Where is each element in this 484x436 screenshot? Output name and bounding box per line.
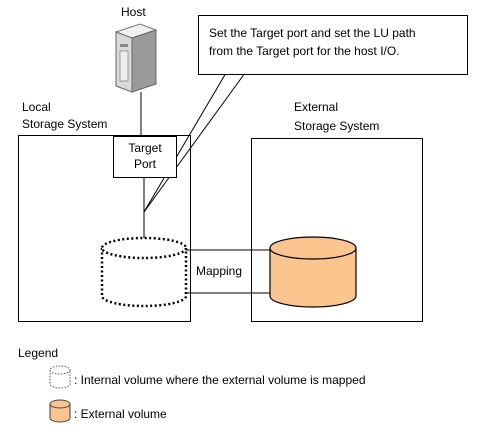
external-storage-label-line2: Storage System (294, 119, 379, 133)
host-label: Host (121, 5, 146, 19)
mapping-label: Mapping (196, 264, 242, 278)
local-storage-label-line2: Storage System (22, 117, 107, 131)
legend-item-external-volume: : External volume (74, 407, 167, 421)
callout-text-line2: from the Target port for the host I/O. (209, 44, 400, 58)
external-storage-box (251, 138, 423, 322)
target-port-label-line1: Target (114, 141, 176, 155)
legend-title: Legend (18, 346, 58, 360)
target-port-box: Target Port (113, 136, 177, 178)
legend-item-internal-volume: : Internal volume where the external vol… (74, 373, 366, 387)
external-volume-icon (50, 400, 70, 422)
callout-text-line1: Set the Target port and set the LU path (209, 26, 416, 40)
internal-volume-icon (50, 366, 70, 388)
external-storage-label-line1: External (294, 100, 338, 114)
target-port-label-line2: Port (114, 157, 176, 171)
callout-box: Set the Target port and set the LU path … (198, 15, 468, 75)
server-tower-icon (116, 24, 156, 92)
local-storage-label-line1: Local (22, 100, 51, 114)
